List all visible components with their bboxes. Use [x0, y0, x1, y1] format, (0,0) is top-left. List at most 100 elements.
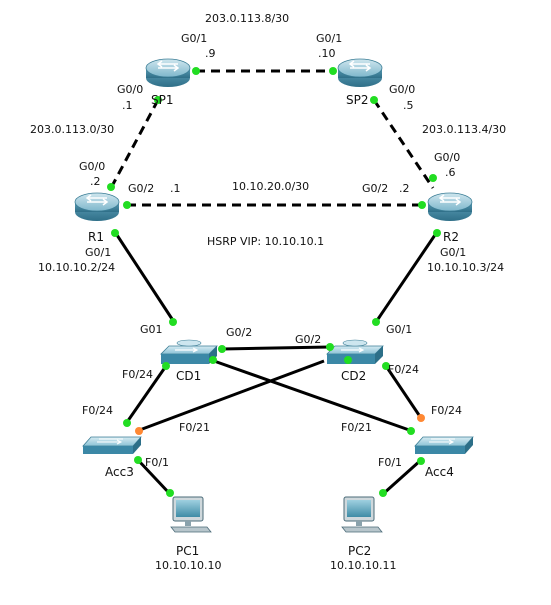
interface-label: F0/21: [179, 421, 210, 434]
device-label-cd2: CD2: [341, 369, 366, 383]
pc-icon[interactable]: [341, 496, 383, 533]
router-icon[interactable]: [145, 58, 191, 87]
links: [109, 69, 439, 496]
pc-icon[interactable]: [170, 496, 212, 533]
link-cd1-acc4: [213, 359, 413, 433]
interface-label: F0/1: [145, 456, 169, 469]
interface-ip-label: .9: [205, 47, 216, 60]
port-light: [407, 427, 415, 435]
port-light: [218, 345, 226, 353]
interface-label: G0/0: [389, 83, 415, 96]
router-icon[interactable]: [427, 192, 473, 221]
interface-label: F0/24: [431, 404, 462, 417]
interface-label: G0/2: [362, 182, 388, 195]
link-acc3-pc1: [136, 458, 172, 496]
port-light: [162, 362, 170, 370]
access-switch-icon[interactable]: [82, 436, 142, 454]
port-light-blocked: [417, 414, 425, 422]
labels: 203.0.113.8/30 G0/1 .9 G0/1 .10 G0/0 .1 …: [30, 12, 506, 572]
link-r2-cd2: [374, 231, 439, 323]
port-light: [209, 356, 217, 364]
port-light: [417, 457, 425, 465]
interface-label: F0/24: [122, 368, 153, 381]
network-label-sp-link: 203.0.113.8/30: [205, 12, 289, 25]
access-switch-icon[interactable]: [414, 436, 474, 454]
device-label-cd1: CD1: [176, 369, 201, 383]
port-light: [169, 318, 177, 326]
port-light: [433, 229, 441, 237]
port-light: [123, 419, 131, 427]
network-label-sp2-r2: 203.0.113.4/30: [422, 123, 506, 136]
interface-label: G0/0: [79, 160, 105, 173]
port-light: [192, 67, 200, 75]
port-light: [418, 201, 426, 209]
port-light: [154, 96, 162, 104]
interface-label: F0/21: [341, 421, 372, 434]
multilayer-switch-icon[interactable]: [160, 339, 218, 364]
host-ip-label: 10.10.10.11: [330, 559, 396, 572]
port-light: [166, 489, 174, 497]
interface-ip-label: 10.10.10.3/24: [427, 261, 504, 274]
device-label-sp2: SP2: [346, 93, 369, 107]
interface-ip-label: .1: [122, 99, 133, 112]
interface-label: G0/1: [440, 246, 466, 259]
interface-ip-label: .2: [90, 175, 101, 188]
device-label-r2: R2: [443, 230, 459, 244]
device-label-pc1: PC1: [176, 544, 199, 558]
link-cd1-cd2: [221, 345, 331, 351]
interface-label: G01: [140, 323, 163, 336]
hsrp-vip-label: HSRP VIP: 10.10.10.1: [207, 235, 324, 248]
interface-ip-label: .6: [445, 166, 456, 179]
interface-label: G0/0: [117, 83, 143, 96]
port-light: [123, 201, 131, 209]
host-ip-label: 10.10.10.10: [155, 559, 221, 572]
interface-ip-label: .10: [318, 47, 336, 60]
link-sp2-r2: [372, 99, 435, 189]
device-label-r1: R1: [88, 230, 104, 244]
port-light: [326, 343, 334, 351]
interface-ip-label: .1: [170, 182, 181, 195]
port-light-blocked: [135, 427, 143, 435]
device-label-sp1: SP1: [151, 93, 174, 107]
interface-ip-label: .5: [403, 99, 414, 112]
port-light: [134, 456, 142, 464]
router-icon[interactable]: [337, 58, 383, 87]
link-r1-cd1: [113, 231, 176, 323]
port-light: [382, 362, 390, 370]
port-light: [379, 489, 387, 497]
interface-label: G0/1: [386, 323, 412, 336]
link-acc4-pc2: [381, 458, 423, 496]
link-cd1-acc3: [123, 365, 168, 426]
multilayer-switch-icon[interactable]: [326, 339, 384, 364]
device-label-acc3: Acc3: [105, 465, 134, 479]
interface-label: G0/2: [226, 326, 252, 339]
link-cd2-acc4: [384, 365, 423, 419]
port-light: [111, 229, 119, 237]
port-light: [344, 356, 352, 364]
port-light: [370, 96, 378, 104]
port-light: [107, 183, 115, 191]
router-icon[interactable]: [74, 192, 120, 221]
interface-label: F0/24: [82, 404, 113, 417]
interface-label: F0/24: [388, 363, 419, 376]
interface-label: G0/1: [181, 32, 207, 45]
device-label-acc4: Acc4: [425, 465, 454, 479]
link-cd2-acc3: [136, 359, 325, 433]
device-label-pc2: PC2: [348, 544, 371, 558]
port-light: [429, 174, 437, 182]
port-light: [329, 67, 337, 75]
link-sp1-r1: [109, 99, 160, 189]
interface-label: G0/0: [434, 151, 460, 164]
network-label-r1-r2: 10.10.20.0/30: [232, 180, 309, 193]
interface-ip-label: 10.10.10.2/24: [38, 261, 115, 274]
interface-label: F0/1: [378, 456, 402, 469]
interface-label: G0/1: [316, 32, 342, 45]
port-light: [372, 318, 380, 326]
interface-ip-label: .2: [399, 182, 410, 195]
interface-label: G0/2: [295, 333, 321, 346]
network-label-sp1-r1: 203.0.113.0/30: [30, 123, 114, 136]
interface-label: G0/2: [128, 182, 154, 195]
interface-label: G0/1: [85, 246, 111, 259]
port-indicators: [107, 67, 441, 497]
